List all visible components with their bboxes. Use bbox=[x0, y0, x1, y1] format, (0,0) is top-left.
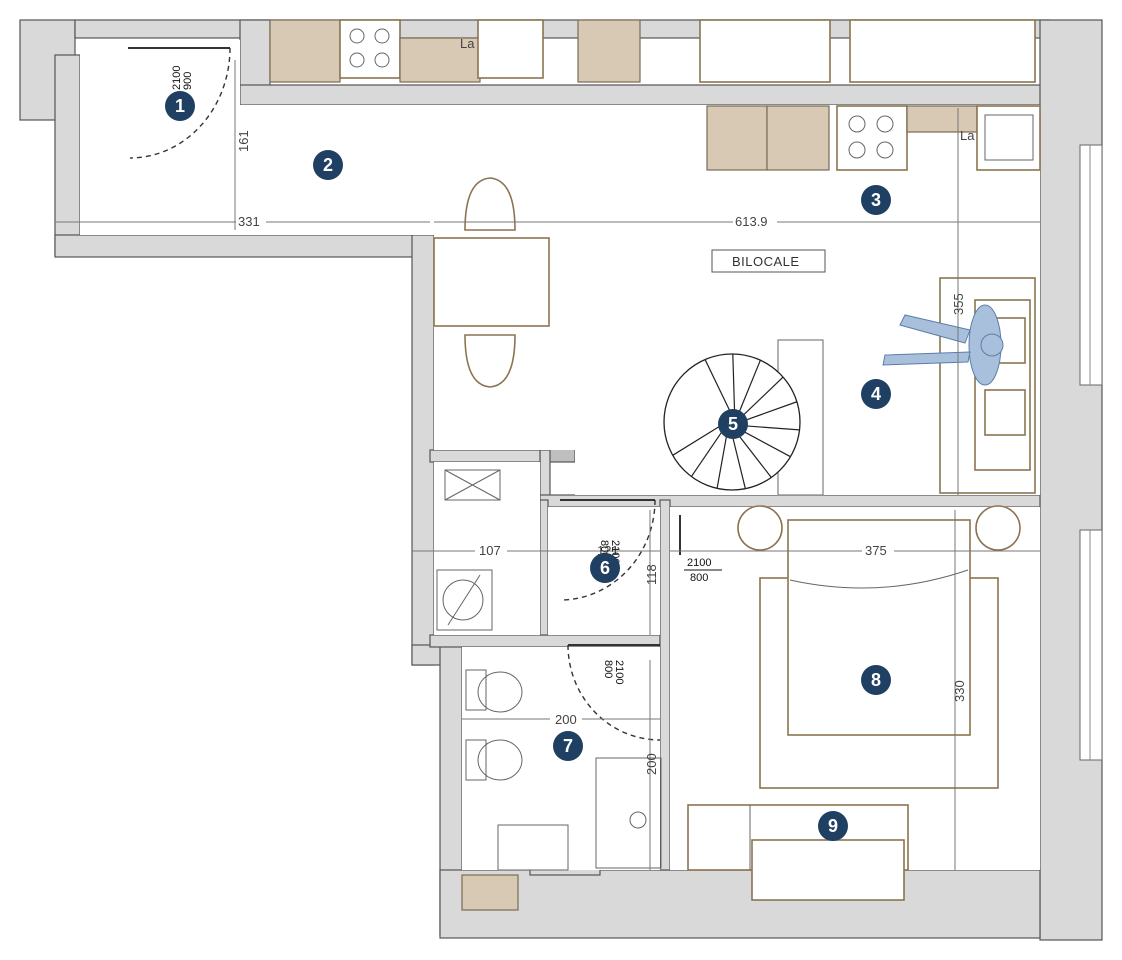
door-width-entry: 900 bbox=[182, 72, 194, 90]
svg-text:4: 4 bbox=[871, 384, 881, 404]
svg-text:1: 1 bbox=[175, 96, 185, 116]
stair-tread bbox=[740, 376, 784, 418]
badge-6: 6 bbox=[590, 553, 620, 583]
door-width-bath: 800 bbox=[602, 660, 614, 678]
room-badges: 1 2 3 4 5 6 7 8 9 bbox=[165, 91, 891, 841]
dim-bath-depth: 200 bbox=[644, 753, 659, 775]
svg-text:9: 9 bbox=[828, 816, 838, 836]
sink-label: La bbox=[460, 36, 475, 51]
door-width-bedroom: 800 bbox=[690, 572, 708, 584]
stair-tread bbox=[690, 427, 725, 477]
wardrobe bbox=[687, 804, 909, 901]
door-height-bath: 2100 bbox=[613, 660, 625, 684]
stair-tread bbox=[741, 424, 800, 431]
dining-table bbox=[433, 177, 550, 388]
dim-living-width: 613.9 bbox=[735, 214, 768, 229]
stair-tread bbox=[737, 359, 761, 415]
room-label: BILOCALE bbox=[711, 249, 826, 273]
badge-7: 7 bbox=[553, 731, 583, 761]
top-kitchen-units bbox=[269, 19, 1036, 83]
sink-label: La bbox=[960, 128, 975, 143]
badge-3: 3 bbox=[861, 185, 891, 215]
person-figure bbox=[882, 304, 1004, 386]
stair-tread bbox=[732, 353, 736, 413]
doors bbox=[128, 47, 681, 741]
dim-bedroom-depth: 330 bbox=[952, 680, 967, 702]
svg-text:2: 2 bbox=[323, 155, 333, 175]
svg-text:8: 8 bbox=[871, 670, 881, 690]
stair-tread bbox=[704, 359, 731, 413]
kitchen: La La bbox=[460, 36, 1041, 171]
closet bbox=[436, 469, 501, 631]
stair-tread bbox=[735, 430, 772, 478]
svg-text:6: 6 bbox=[600, 558, 610, 578]
badge-2: 2 bbox=[313, 150, 343, 180]
badge-9: 9 bbox=[818, 811, 848, 841]
door-height-bedroom: 2100 bbox=[687, 557, 711, 569]
stair-tread bbox=[730, 431, 746, 489]
bathroom-fixtures bbox=[461, 669, 662, 911]
badge-4: 4 bbox=[861, 379, 891, 409]
stair-tread bbox=[672, 424, 723, 456]
stair-tread bbox=[741, 401, 798, 423]
room-label-text: BILOCALE bbox=[732, 254, 800, 269]
stair-tread bbox=[716, 430, 729, 489]
dim-bath-width: 200 bbox=[555, 712, 577, 727]
dim-entry-depth: 161 bbox=[236, 130, 251, 152]
stair-tread bbox=[738, 428, 791, 458]
badge-1: 1 bbox=[165, 91, 195, 121]
dim-hall-depth: 118 bbox=[644, 564, 659, 585]
dim-entry-width: 331 bbox=[238, 214, 260, 229]
dim-closet-width: 107 bbox=[479, 543, 501, 558]
dim-living-depth: 355 bbox=[951, 293, 966, 315]
dim-bedroom-width: 375 bbox=[865, 543, 887, 558]
svg-text:5: 5 bbox=[728, 414, 738, 434]
badge-8: 8 bbox=[861, 665, 891, 695]
svg-text:3: 3 bbox=[871, 190, 881, 210]
door-height-entry: 2100 bbox=[171, 66, 183, 90]
svg-text:7: 7 bbox=[563, 736, 573, 756]
badge-5: 5 bbox=[718, 409, 748, 439]
